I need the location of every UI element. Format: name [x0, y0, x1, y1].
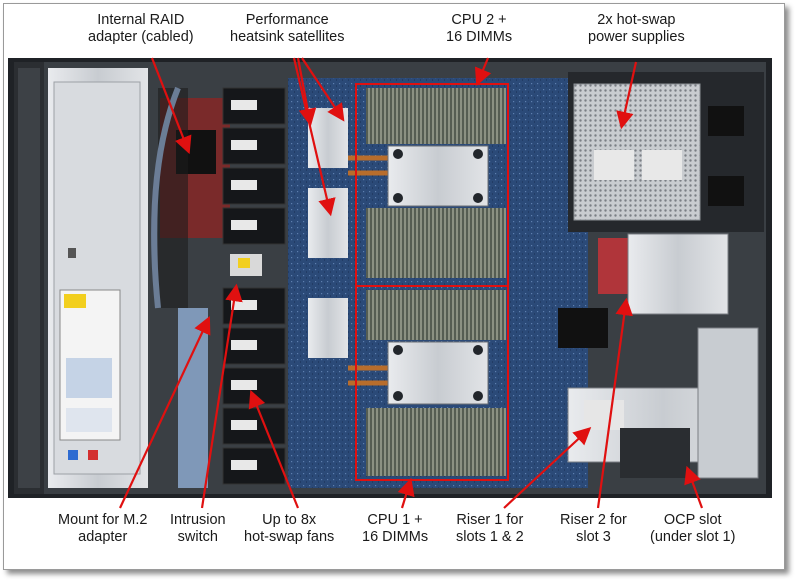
- heatsink-satellites: [308, 108, 348, 358]
- front-drive-bays: [14, 62, 148, 494]
- raid-adapter: [151, 86, 230, 309]
- label-ocp-slot: OCP slot(under slot 1): [650, 512, 736, 545]
- label-cpu2-dimms: CPU 2 +16 DIMMs: [446, 12, 513, 45]
- power-supplies: [568, 72, 764, 232]
- server-photo: [8, 58, 772, 498]
- riser-2: [558, 233, 729, 348]
- label-cpu1-dimms: CPU 1 +16 DIMMs: [362, 512, 429, 545]
